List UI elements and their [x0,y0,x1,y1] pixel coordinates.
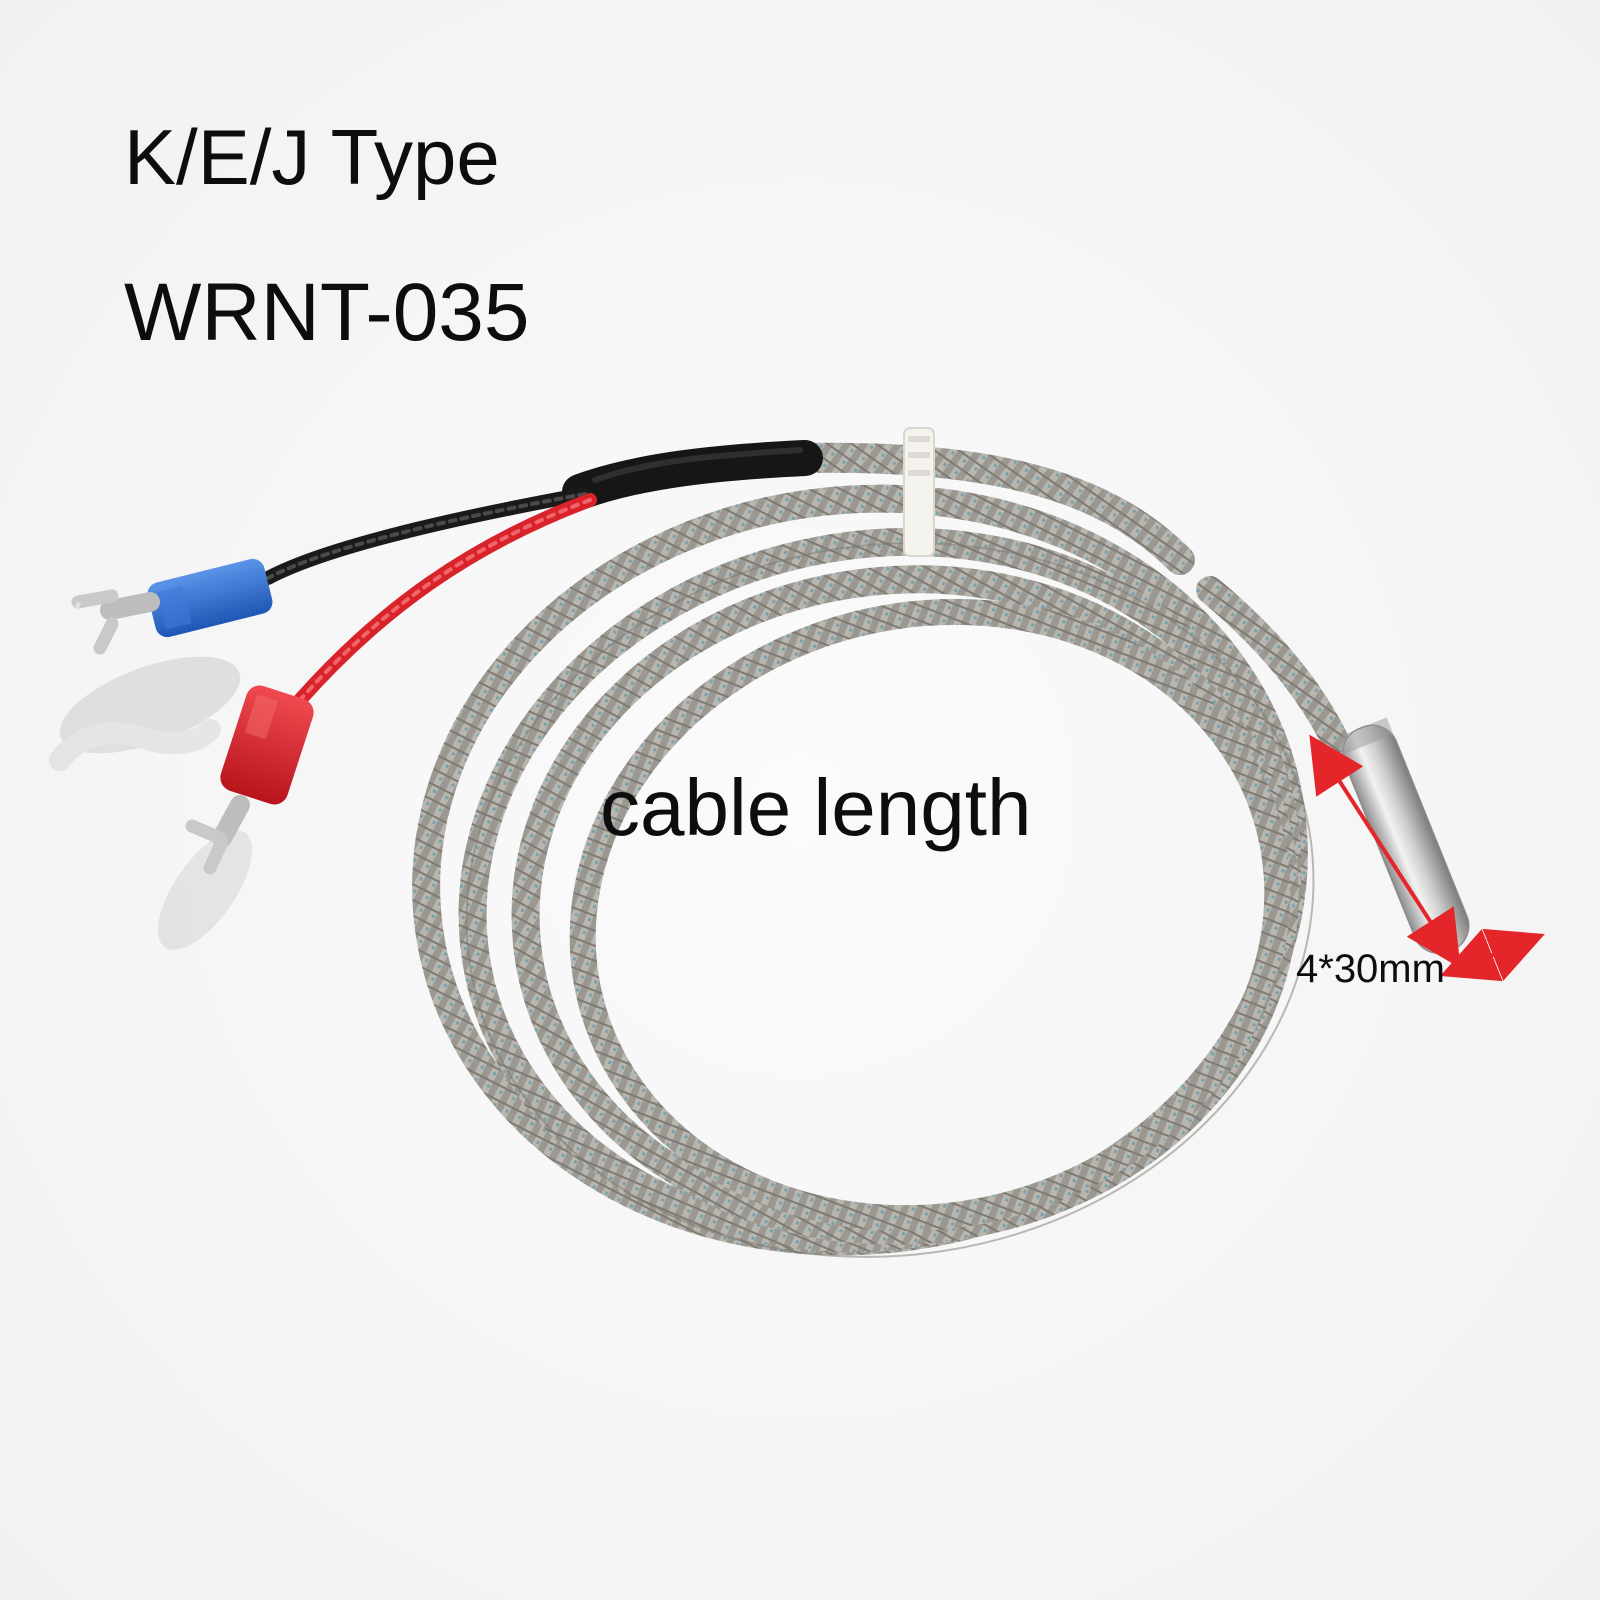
probe-dimension-label: 4*30mm [1296,947,1445,991]
heat-shrink [562,440,823,510]
cable-coils [412,484,1315,1258]
dimension-arrow-icon [1309,734,1545,982]
red-fork-terminal [185,685,314,875]
terminal-shadows [49,656,253,950]
cable-to-probe [1196,576,1349,754]
model-label: WRNT-035 [124,267,530,358]
cable-lead [785,442,1195,575]
cable-tie-icon [903,427,935,557]
blue-fork-terminal [71,558,273,655]
type-label: K/E/J Type [124,113,500,201]
cable-length-label: cable length [600,763,1032,852]
